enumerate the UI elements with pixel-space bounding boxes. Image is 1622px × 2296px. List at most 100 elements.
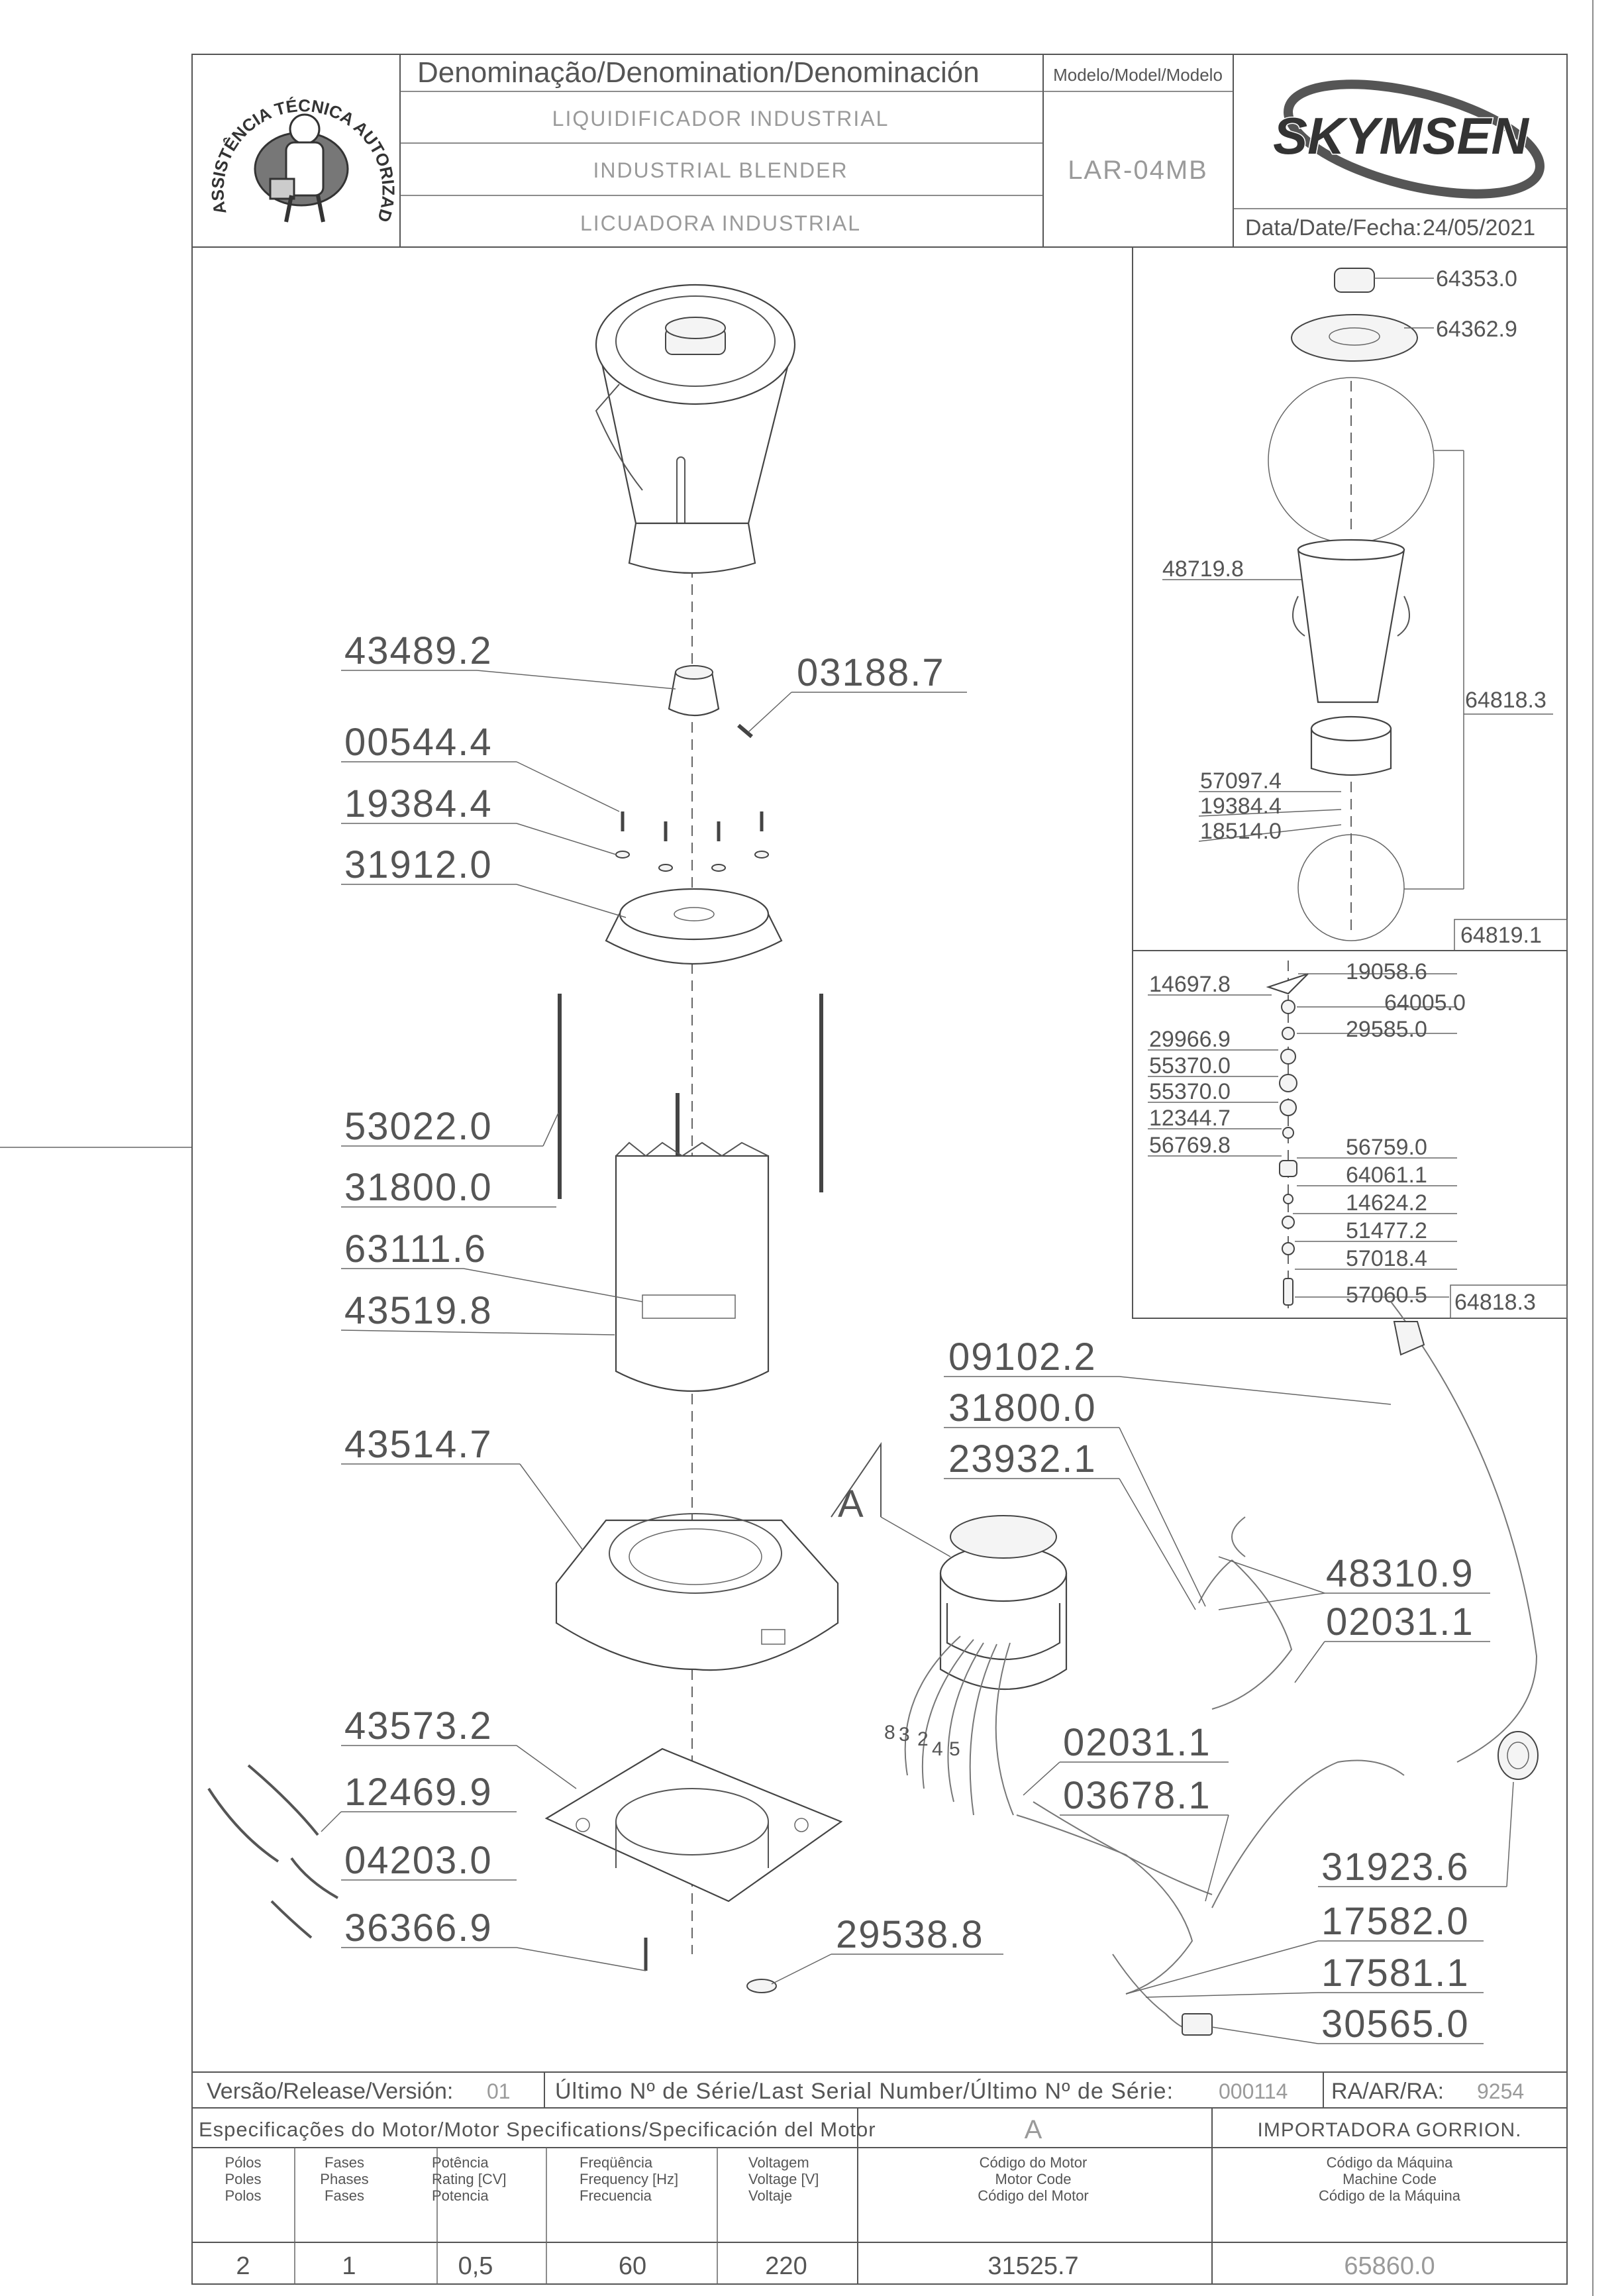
callout-48719: 48719.8 xyxy=(1162,556,1244,582)
callout-17581: 17581.1 xyxy=(1321,1952,1470,1995)
callout-48310: 48310.9 xyxy=(1326,1552,1474,1595)
svg-text:55370.0: 55370.0 xyxy=(1149,1053,1231,1078)
jar-assembly-code: 64819.1 xyxy=(1460,923,1542,948)
callout-63111: 63111.6 xyxy=(344,1227,487,1271)
motor-code-value: 31525.7 xyxy=(988,2252,1078,2280)
callout-57097: 57097.4 xyxy=(1200,768,1282,794)
svg-text:Código da Máquina: Código da Máquina xyxy=(1327,2154,1454,2171)
callout-53022: 53022.0 xyxy=(344,1105,493,1148)
svg-text:Fases: Fases xyxy=(325,2154,364,2171)
motor-housing xyxy=(615,1141,770,1392)
svg-text:Phases: Phases xyxy=(320,2171,368,2187)
svg-text:Código de la Máquina: Código de la Máquina xyxy=(1319,2187,1461,2204)
svg-text:5: 5 xyxy=(949,1738,960,1760)
callout-30565: 30565.0 xyxy=(1321,2003,1470,2046)
svg-text:56759.0: 56759.0 xyxy=(1346,1135,1427,1160)
svg-text:29585.0: 29585.0 xyxy=(1346,1017,1427,1042)
date-label: Data/Date/Fecha: xyxy=(1245,215,1421,240)
svg-text:2: 2 xyxy=(917,1728,929,1750)
svg-text:Voltage [V]: Voltage [V] xyxy=(748,2171,819,2187)
callout-17582: 17582.0 xyxy=(1321,1900,1470,1943)
callout-64353: 64353.0 xyxy=(1436,266,1517,291)
svg-text:Código del Motor: Código del Motor xyxy=(978,2187,1089,2204)
motor-top-plate xyxy=(605,888,783,965)
callout-03188: 03188.7 xyxy=(797,651,945,694)
main-exploded-view: A 8 3 2 4 5 xyxy=(207,284,1539,2036)
svg-text:Código do Motor: Código do Motor xyxy=(980,2154,1088,2171)
machine-code-value: 65860.0 xyxy=(1344,2252,1435,2280)
svg-text:29966.9: 29966.9 xyxy=(1149,1027,1231,1052)
voltage-value: 220 xyxy=(765,2252,807,2280)
name-es: LICUADORA INDUSTRIAL xyxy=(580,211,861,235)
jar-detail-panel: 64819.1 64353.0 64362.9 64818.3 48719.8 … xyxy=(1132,246,1568,951)
name-en: INDUSTRIAL BLENDER xyxy=(593,158,848,182)
model-label: Modelo/Model/Modelo xyxy=(1053,65,1223,85)
motor-spec-values: 2 1 0,5 60 220 31525.7 65860.0 xyxy=(236,2252,1435,2280)
model-value: LAR-04MB xyxy=(1068,156,1208,185)
svg-text:57018.4: 57018.4 xyxy=(1346,1246,1427,1271)
blade-left-callouts: 14697.8 29966.9 55370.0 55370.0 12344.7 … xyxy=(1148,972,1282,1158)
phases-value: 1 xyxy=(342,2252,356,2280)
frequency-value: 60 xyxy=(619,2252,646,2280)
svg-text:Potencia: Potencia xyxy=(432,2187,489,2204)
main-callouts: 43489.2 03188.7 00544.4 19384.4 31912.0 … xyxy=(321,629,1514,2046)
motor-spec-headers: Pólos Poles Polos Fases Phases Fases Pot… xyxy=(225,2154,1460,2204)
assistance-seal: ASSISTÊNCIA TÉCNICA AUTORIZADA xyxy=(0,0,399,225)
release-row: Versão/Release/Versión: 01 Último Nº de … xyxy=(192,2071,1567,2109)
jar-base xyxy=(1310,727,1392,776)
callout-43573: 43573.2 xyxy=(344,1704,493,1748)
denomination-label: Denominação/Denomination/Denominación xyxy=(417,56,980,89)
serial-label: Último Nº de Série/Last Serial Number/Úl… xyxy=(555,2079,1174,2104)
callout-31800-b: 31800.0 xyxy=(948,1386,1097,1430)
rating-value: 0,5 xyxy=(458,2252,493,2280)
svg-text:4: 4 xyxy=(932,1738,943,1760)
svg-text:Voltagem: Voltagem xyxy=(748,2154,809,2171)
callout-02031-b: 02031.1 xyxy=(1063,1721,1211,1764)
coupling xyxy=(668,671,720,717)
svg-text:12344.7: 12344.7 xyxy=(1149,1106,1231,1131)
svg-text:64061.1: 64061.1 xyxy=(1346,1163,1427,1188)
callout-19384: 19384.4 xyxy=(344,782,493,825)
main-jar xyxy=(595,284,796,574)
ra-value: 9254 xyxy=(1477,2079,1524,2103)
callout-64818-jar: 64818.3 xyxy=(1465,688,1546,713)
blender-base xyxy=(555,1513,839,1671)
skymsen-logo: SKYMSEN xyxy=(1272,79,1545,199)
callout-03678: 03678.1 xyxy=(1063,1774,1211,1817)
svg-text:51477.2: 51477.2 xyxy=(1346,1218,1427,1243)
svg-text:Voltaje: Voltaje xyxy=(748,2187,792,2204)
motor-detail-a: A xyxy=(831,1441,1068,1816)
svg-text:Machine Code: Machine Code xyxy=(1343,2171,1437,2187)
brand-name: SKYMSEN xyxy=(1273,107,1529,165)
svg-text:3: 3 xyxy=(899,1724,910,1746)
svg-text:55370.0: 55370.0 xyxy=(1149,1079,1231,1104)
importer: IMPORTADORA GORRION. xyxy=(1258,2119,1522,2141)
wiring-harness xyxy=(1016,1301,1539,2036)
callout-12469: 12469.9 xyxy=(344,1771,493,1814)
svg-text:Rating [CV]: Rating [CV] xyxy=(432,2171,507,2187)
svg-text:14697.8: 14697.8 xyxy=(1149,972,1231,997)
name-pt: LIQUIDIFICADOR INDUSTRIAL xyxy=(552,107,889,130)
callout-04203: 04203.0 xyxy=(344,1839,493,1882)
callout-18514: 18514.0 xyxy=(1200,819,1282,844)
svg-text:Potência: Potência xyxy=(432,2154,489,2171)
svg-text:Polos: Polos xyxy=(225,2187,261,2204)
svg-text:Pólos: Pólos xyxy=(225,2154,261,2171)
motor-code-letter: A xyxy=(1025,2115,1042,2144)
callout-64362: 64362.9 xyxy=(1436,317,1517,342)
svg-text:Motor Code: Motor Code xyxy=(995,2171,1072,2187)
svg-text:19058.6: 19058.6 xyxy=(1346,959,1427,984)
svg-text:Fases: Fases xyxy=(325,2187,364,2204)
version-value: 01 xyxy=(487,2079,511,2103)
callout-31912: 31912.0 xyxy=(344,843,493,886)
motor-spec-table: Especificações do Motor/Motor Specificat… xyxy=(192,2108,1567,2284)
svg-text:Frecuencia: Frecuencia xyxy=(580,2187,652,2204)
date-value: 24/05/2021 xyxy=(1423,215,1535,240)
blade xyxy=(1266,972,1309,995)
poles-value: 2 xyxy=(236,2252,250,2280)
svg-text:14624.2: 14624.2 xyxy=(1346,1190,1427,1216)
callout-09102: 09102.2 xyxy=(948,1335,1097,1379)
callout-31923: 31923.6 xyxy=(1321,1846,1470,1889)
motor-spec-title: Especificações do Motor/Motor Specificat… xyxy=(199,2118,876,2141)
